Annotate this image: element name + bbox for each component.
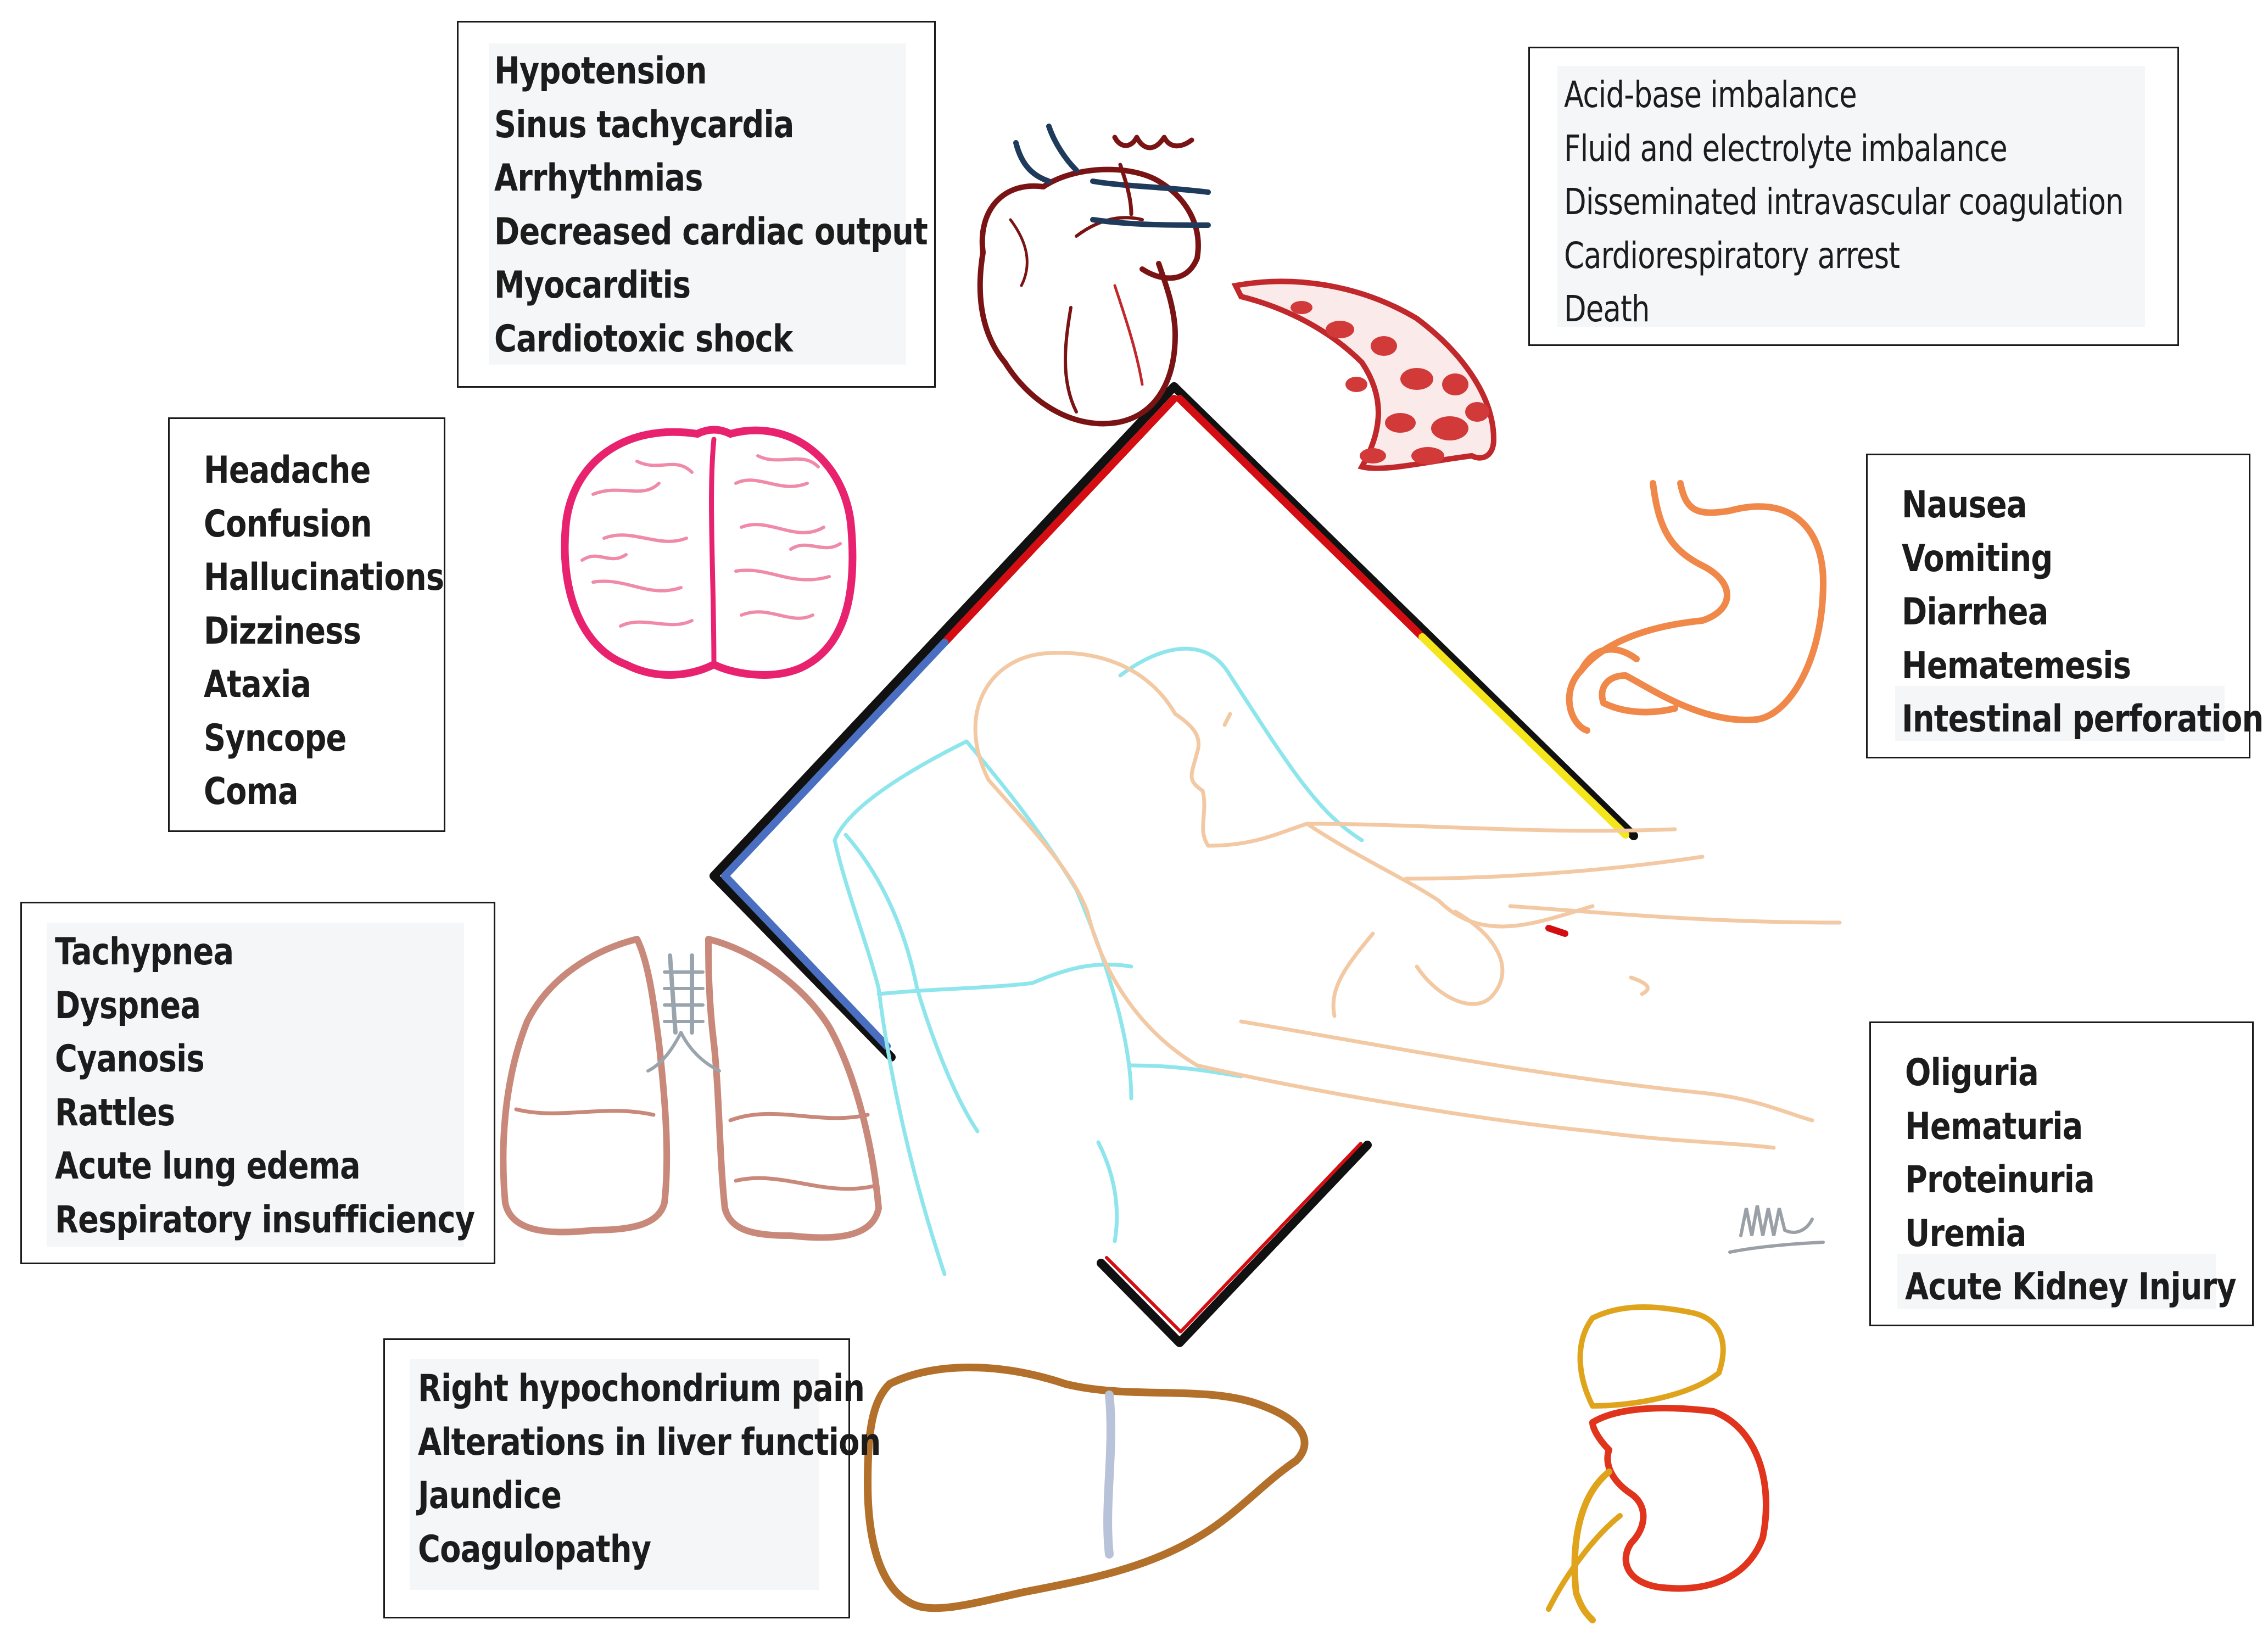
- stomach-icon: [1566, 480, 1826, 734]
- respiratory-symptoms-box: Tachypnea Dyspnea Cyanosis Rattles Acute…: [20, 902, 495, 1264]
- symptom-item: Ataxia: [204, 663, 311, 706]
- symptom-item: Cardiotoxic shock: [494, 317, 793, 361]
- cardiac-symptoms-box: Hypotension Sinus tachycardia Arrhythmia…: [457, 21, 936, 388]
- artist-signature: [1728, 1205, 1825, 1254]
- symptom-item: Vomiting: [1902, 537, 2053, 580]
- renal-symptoms-list: Oliguria Hematuria Proteinuria Uremia Ac…: [1905, 1046, 2268, 1314]
- liver-icon: [864, 1364, 1309, 1612]
- gastrointestinal-symptoms-box: Nausea Vomiting Diarrhea Hematemesis Int…: [1866, 454, 2264, 758]
- respiratory-symptoms-list: Tachypnea Dyspnea Cyanosis Rattles Acute…: [55, 925, 567, 1247]
- diamond-frame: [710, 382, 1638, 1347]
- frame-yellow-segment: [1418, 633, 1629, 839]
- symptom-item: Jaundice: [418, 1474, 562, 1517]
- bed-outline: [833, 646, 1364, 1276]
- symptom-item: Disseminated intravascular coagulation: [1564, 181, 2124, 223]
- kidney-icon: [1546, 1304, 1769, 1623]
- symptom-item: Sinus tachycardia: [494, 103, 794, 147]
- symptom-item: Diarrhea: [1902, 590, 2048, 634]
- hepatic-symptoms-box: Right hypochondrium pain Alterations in …: [383, 1338, 881, 1618]
- symptom-item: Proteinuria: [1905, 1158, 2095, 1202]
- symptom-item: Acute Kidney Injury: [1905, 1265, 2237, 1309]
- symptom-item: Arrhythmias: [494, 157, 703, 200]
- symptom-item: Nausea: [1902, 483, 2027, 527]
- symptom-item: Hallucinations: [204, 556, 444, 599]
- frame-red-segment: [1176, 395, 1426, 641]
- heart-icon: [977, 124, 1211, 427]
- symptom-item: Alterations in liver function: [418, 1420, 881, 1464]
- symptom-item: Rattles: [55, 1091, 175, 1135]
- symptom-item: Syncope: [204, 716, 347, 760]
- symptom-item: Coma: [204, 770, 299, 813]
- hepatic-symptoms-list: Right hypochondrium pain Alterations in …: [418, 1362, 982, 1576]
- symptom-item: Decreased cardiac output: [494, 210, 928, 254]
- symptom-item: Right hypochondrium pain: [418, 1367, 865, 1410]
- symptom-item: Dizziness: [204, 609, 361, 653]
- brain-icon: [561, 426, 857, 679]
- blood-vessel-icon: [1231, 278, 1497, 471]
- symptom-item: Intestinal perforation: [1902, 697, 2264, 741]
- gastrointestinal-symptoms-list: Nausea Vomiting Diarrhea Hematemesis Int…: [1902, 478, 2268, 746]
- lungs-icon: [500, 936, 882, 1241]
- symptom-item: Hematuria: [1905, 1104, 2083, 1148]
- symptom-item: Acute lung edema: [55, 1144, 361, 1188]
- symptom-item: Hypotension: [494, 49, 707, 93]
- symptom-item: Uremia: [1905, 1211, 2026, 1255]
- symptom-item: Cardiorespiratory arrest: [1564, 234, 1900, 277]
- symptom-item: Hematemesis: [1902, 644, 2131, 688]
- symptom-item: Headache: [204, 449, 371, 492]
- renal-symptoms-box: Oliguria Hematuria Proteinuria Uremia Ac…: [1869, 1021, 2254, 1326]
- symptom-item: Dyspnea: [55, 984, 201, 1028]
- symptom-item: Oliguria: [1905, 1051, 2039, 1095]
- symptom-item: Tachypnea: [55, 930, 234, 974]
- neurological-symptoms-list: Headache Confusion Hallucinations Dizzin…: [204, 444, 496, 819]
- symptom-item: Coagulopathy: [418, 1527, 651, 1571]
- neurological-symptoms-box: Headache Confusion Hallucinations Dizzin…: [168, 417, 445, 832]
- symptom-item: Myocarditis: [494, 264, 691, 307]
- symptom-item: Respiratory insufficiency: [55, 1198, 475, 1242]
- symptom-item: Acid-base imbalance: [1564, 74, 1857, 116]
- symptom-item: Cyanosis: [55, 1037, 205, 1081]
- systemic-effects-list: Acid-base imbalance Fluid and electrolyt…: [1564, 68, 2263, 336]
- systemic-effects-box: Acid-base imbalance Fluid and electrolyt…: [1528, 47, 2179, 346]
- patient-figure: [973, 651, 1842, 1150]
- symptom-item: Confusion: [204, 502, 372, 546]
- symptom-item: Death: [1564, 288, 1650, 330]
- symptom-item: Fluid and electrolyte imbalance: [1564, 127, 2008, 170]
- cardiac-symptoms-list: Hypotension Sinus tachycardia Arrhythmia…: [494, 44, 1023, 366]
- frame-blue-segment: [721, 639, 948, 1050]
